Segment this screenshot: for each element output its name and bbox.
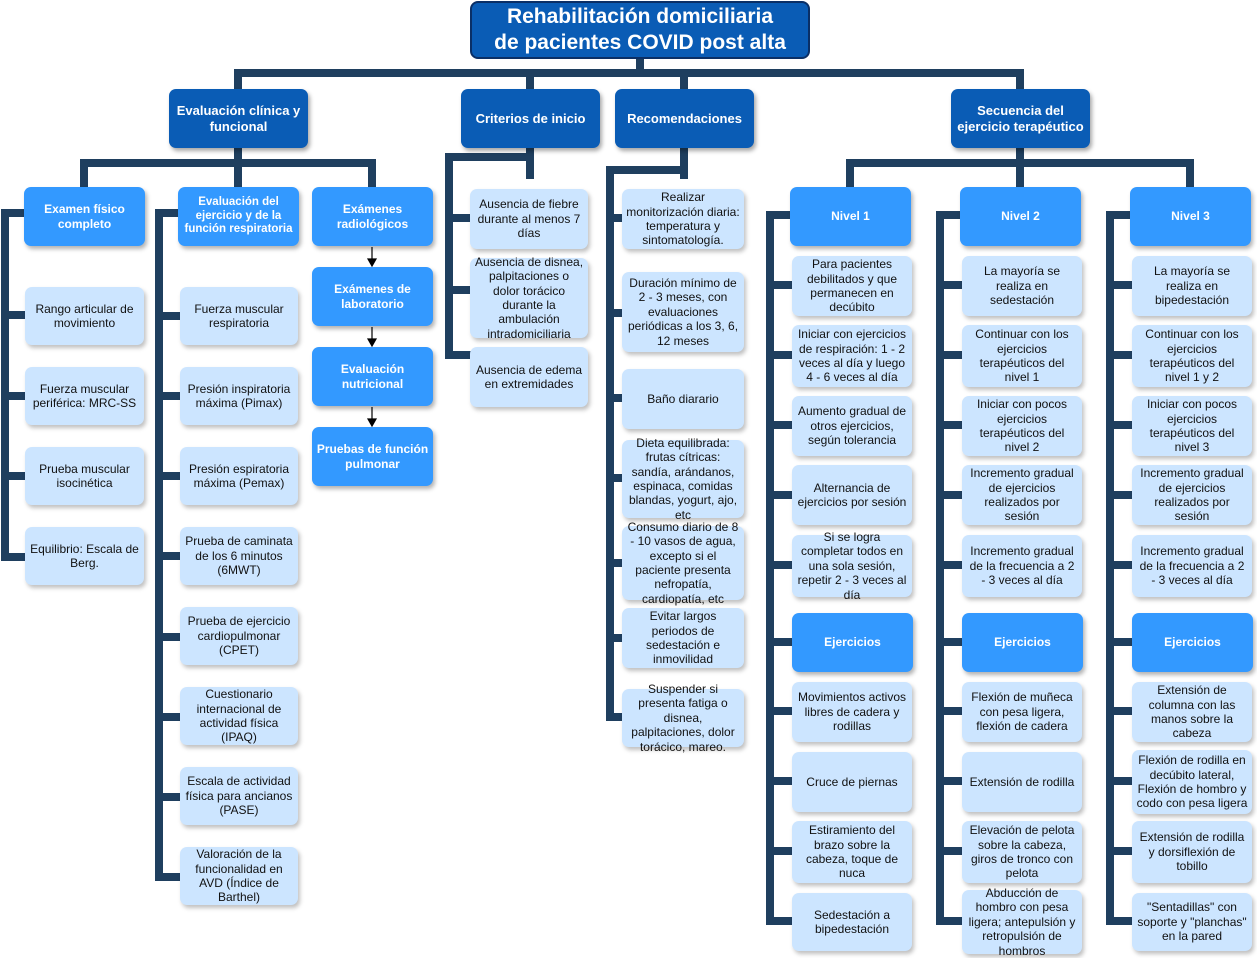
leaf-nivel1-4: Alternancia de ejercicios por sesión [792,465,912,525]
leaf-recomendacion-6: Evitar largos periodos de sedestación e … [622,608,744,668]
leaf-examen-fisico-2: Fuerza muscular periférica: MRC-SS [25,367,144,425]
leaf-nivel2-1: La mayoría se realiza en sedestación [962,256,1082,316]
leaf-nivel3-4: Incremento gradual de ejercicios realiza… [1132,465,1252,525]
sub-ejercicio-respiratoria: Evaluación del ejercicio y de la función… [178,187,299,246]
leaf-nivel3-ejercicio-4: "Sentadillas" con soporte y "planchas" e… [1132,893,1252,951]
leaf-ejercicio-5: Prueba de ejercicio cardiopulmonar (CPET… [180,607,298,665]
leaf-nivel1-ejercicio-1: Movimientos activos libres de cadera y r… [792,682,912,742]
sub-nivel-1: Nivel 1 [790,187,911,246]
leaf-nivel3-ejercicio-2: Flexión de rodilla en decúbito lateral, … [1132,750,1252,814]
leaf-nivel1-1: Para pacientes debilitados y que permane… [792,256,912,316]
leaf-nivel3-ejercicio-3: Extensión de rodilla y dorsiflexión de t… [1132,821,1252,883]
leaf-nivel2-ejercicio-3: Elevación de pelota sobre la cabeza, gir… [962,821,1082,883]
leaf-nivel2-3: Iniciar con pocos ejercicios terapéutico… [962,396,1082,456]
leaf-examen-fisico-4: Equilibrio: Escala de Berg. [25,527,144,585]
leaf-nivel2-5: Incremento gradual de la frecuencia a 2 … [962,535,1082,597]
examenes-laboratorio: Exámenes de laboratorio [312,267,433,326]
leaf-nivel2-ejercicio-4: Abducción de hombro con pesa ligera; ant… [962,886,1082,958]
leaf-nivel3-2: Continuar con los ejercicios terapéutico… [1132,325,1252,387]
diagram-title: Rehabilitación domiciliaria de pacientes… [470,1,810,59]
leaf-ejercicio-7: Escala de actividad física para ancianos… [180,767,298,825]
leaf-nivel1-ejercicio-4: Sedestación a bipedestación [792,893,912,951]
leaf-ejercicio-8: Valoración de la funcionalidad en AVD (Í… [180,847,298,905]
leaf-nivel2-4: Incremento gradual de ejercicios realiza… [962,465,1082,525]
leaf-recomendacion-7: Suspender si presenta fatiga o disnea, p… [622,682,744,754]
sub-nivel-3: Nivel 3 [1130,187,1251,246]
leaf-nivel3-1: La mayoría se realiza en bipedestación [1132,256,1252,316]
leaf-nivel1-3: Aumento gradual de otros ejercicios, seg… [792,396,912,456]
leaf-nivel3-3: Iniciar con pocos ejercicios terapéutico… [1132,396,1252,456]
leaf-nivel1-5: Si se logra completar todos en una sola … [792,530,912,602]
leaf-recomendacion-3: Baño diarario [622,369,744,429]
evaluacion-nutricional: Evaluación nutricional [312,347,433,406]
pruebas-funcion-pulmonar: Pruebas de función pulmonar [312,427,433,486]
branch-secuencia: Secuencia del ejercicio terapéutico [951,89,1090,148]
title-line-2: de pacientes COVID post alta [494,31,786,54]
leaf-recomendacion-4: Dieta equilibrada: frutas cítricas: sand… [622,436,744,522]
leaf-ejercicio-3: Presión espiratoria máxima (Pemax) [180,447,298,505]
title-line-1: Rehabilitación domiciliaria [506,4,774,28]
leaf-nivel2-ejercicio-2: Extensión de rodilla [962,752,1082,812]
sub-nivel-2: Nivel 2 [960,187,1081,246]
leaf-criterio-3: Ausencia de edema en extremidades [470,347,588,407]
leaf-nivel1-ejercicio-2: Cruce de piernas [792,752,912,812]
leaf-ejercicio-6: Cuestionario internacional de actividad … [180,687,298,745]
leaf-recomendacion-5: Consumo diario de 8 - 10 vasos de agua, … [622,520,744,606]
leaf-examen-fisico-3: Prueba muscular isocinética [25,447,144,505]
leaf-nivel3-5: Incremento gradual de la frecuencia a 2 … [1132,535,1252,597]
leaf-criterio-2: Ausencia de disnea, palpitaciones o dolo… [470,255,588,341]
sub-nivel3-ejercicios: Ejercicios [1132,613,1253,672]
leaf-ejercicio-4: Prueba de caminata de los 6 minutos (6MW… [180,527,298,585]
branch-criterios: Criterios de inicio [461,89,600,148]
leaf-recomendacion-1: Realizar monitorización diaria: temperat… [622,189,744,249]
sub-examen-fisico: Examen físico completo [24,187,145,246]
examenes-radiologicos: Exámenes radiológicos [312,187,433,246]
leaf-examen-fisico-1: Rango articular de movimiento [25,287,144,345]
leaf-nivel2-ejercicio-1: Flexión de muñeca con pesa ligera, flexi… [962,682,1082,742]
sub-nivel1-ejercicios: Ejercicios [792,613,913,672]
sub-nivel2-ejercicios: Ejercicios [962,613,1083,672]
leaf-nivel1-ejercicio-3: Estiramiento del brazo sobre la cabeza, … [792,821,912,883]
leaf-nivel1-2: Iniciar con ejercicios de respiración: 1… [792,325,912,387]
leaf-criterio-1: Ausencia de fiebre durante al menos 7 dí… [470,189,588,249]
leaf-nivel3-ejercicio-1: Extensión de columna con las manos sobre… [1132,682,1252,742]
leaf-ejercicio-2: Presión inspiratoria máxima (Pimax) [180,367,298,425]
leaf-recomendacion-2: Duración mínimo de 2 - 3 meses, con eval… [622,272,744,352]
branch-evaluacion: Evaluación clínica y funcional [169,89,308,148]
branch-recomendaciones: Recomendaciones [615,89,754,148]
leaf-ejercicio-1: Fuerza muscular respiratoria [180,287,298,345]
leaf-nivel2-2: Continuar con los ejercicios terapéutico… [962,325,1082,387]
